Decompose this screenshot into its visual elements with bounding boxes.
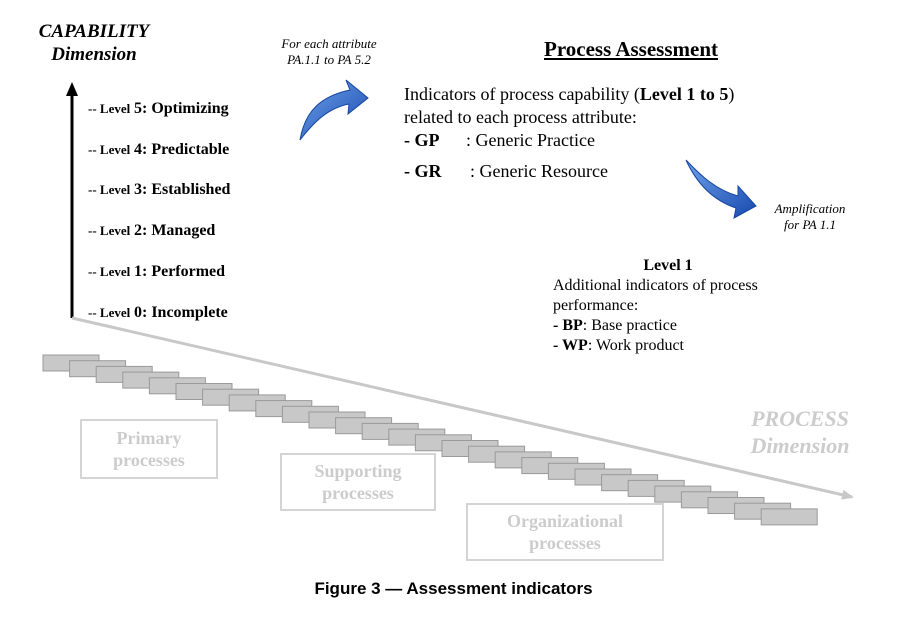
process-axis: [71, 316, 854, 500]
process-dimension-title: PROCESS Dimension: [750, 406, 850, 458]
level-2-label: -- Level 2: Managed: [88, 222, 216, 239]
capability-indicators-block: Indicators of process capability (Level …: [404, 83, 734, 183]
level1-line1: Additional indicators of process: [553, 277, 758, 294]
capability-title-line2: Dimension: [51, 44, 137, 65]
curved-arrow-icon: [299, 79, 369, 141]
capability-dimension-title: CAPABILITY Dimension: [24, 20, 164, 66]
level-0-label: -- Level 0: Incomplete: [88, 304, 228, 321]
level-5-label: -- Level 5: Optimizing: [88, 100, 229, 117]
level-4-label: -- Level 4: Predictable: [88, 141, 230, 158]
curved-down-arrow-icon: [685, 159, 757, 219]
indicator-gr: - GR : Generic Resource: [404, 161, 608, 181]
indicator-bp: - BP: Base practice: [553, 317, 677, 334]
level1-line2: performance:: [553, 297, 639, 314]
indicators-intro: Indicators of process capability (Level …: [404, 84, 735, 104]
attribute-note: For each attribute PA.1.1 to PA 5.2: [281, 36, 377, 67]
level1-indicators-block: Level 1 Additional indicators of process…: [553, 256, 783, 356]
capability-axis-arrowhead: [66, 82, 78, 96]
process-assessment-title: Process Assessment: [544, 37, 719, 61]
figure-caption: Figure 3 — Assessment indicators: [314, 579, 593, 598]
organizational-processes-box: Organizational processes: [466, 503, 664, 561]
level-3-label: -- Level 3: Established: [88, 181, 231, 198]
amplification-note: Amplification for PA 1.1: [774, 201, 846, 232]
process-step: [760, 508, 818, 526]
capability-title-line1: CAPABILITY: [38, 21, 150, 42]
supporting-processes-box: Supporting processes: [280, 453, 436, 511]
indicators-intro-line2: related to each process attribute:: [404, 107, 637, 127]
level-1-label: -- Level 1: Performed: [88, 263, 226, 280]
indicator-wp: - WP: Work product: [553, 337, 684, 354]
primary-processes-box: Primary processes: [80, 419, 218, 479]
process-staircase: [42, 354, 818, 526]
level1-title: Level 1: [643, 257, 693, 274]
indicator-gp: - GP : Generic Practice: [404, 130, 595, 150]
